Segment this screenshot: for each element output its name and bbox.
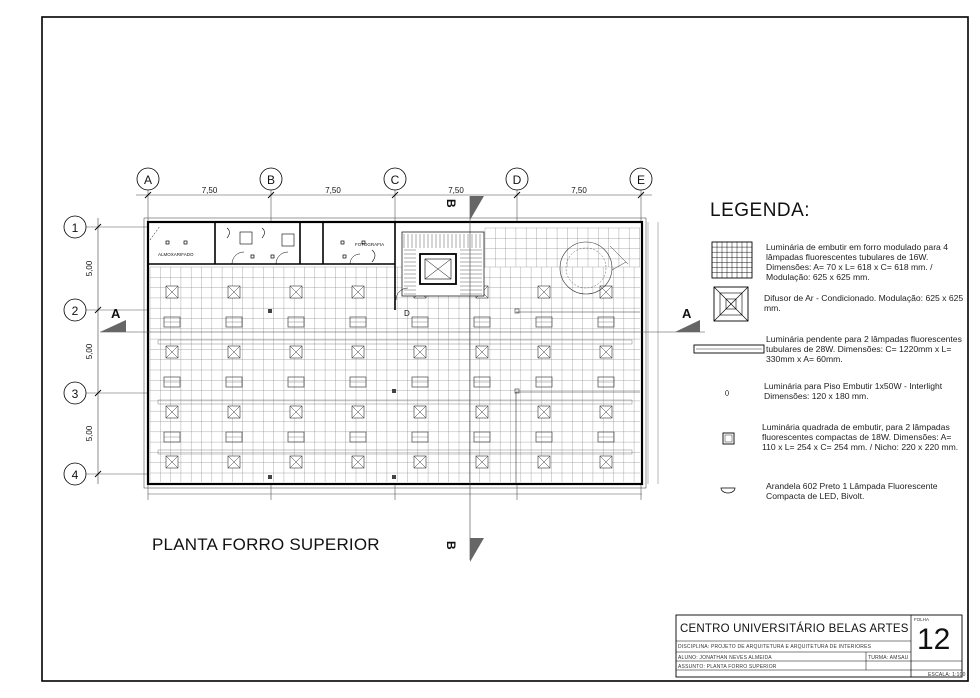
v-dimension: 5,00 xyxy=(85,425,94,441)
grid-bubble-col xyxy=(259,167,283,191)
structural-grid: A B C D E 7,50 7,50 7,50 7,50 1 2 3 4 5,00 5,00 5,00 xyxy=(63,167,653,500)
v-dimension: 5,00 xyxy=(85,343,94,359)
wall-lamp-icon xyxy=(720,487,736,494)
stair-elevator-core xyxy=(395,231,485,301)
section-marker-a-left: A xyxy=(100,306,126,332)
title-block xyxy=(675,614,963,678)
grid-bubble-row xyxy=(63,381,87,405)
h-dimension: 7,50 xyxy=(571,186,587,195)
student-text: ALUNO: JONATHAN NEVES ALMEIDA xyxy=(678,655,772,661)
room-label-photography: FOTOGRAFIA xyxy=(355,242,384,247)
sheet-label: FOLHA xyxy=(914,617,930,622)
floor-luminaire-icon xyxy=(725,390,729,396)
svg-text:A: A xyxy=(682,306,692,321)
legend-title: LEGENDA: xyxy=(710,200,811,221)
square-luminaire-icon xyxy=(722,432,735,445)
door-tag: D xyxy=(404,309,410,318)
section-marker-b-bottom: B xyxy=(444,538,484,562)
grid-bubble-row xyxy=(63,462,87,486)
class-text: TURMA: AMSAU xyxy=(868,655,909,661)
legend-text-wall-lamp: Arandela 602 Preto 1 Lâmpada Fluorescent… xyxy=(766,481,938,501)
grid-bubble-col xyxy=(629,167,653,191)
grid-label-col: A xyxy=(144,173,152,187)
room-label-storage: ALMOXARIFADO xyxy=(158,252,194,257)
service-rooms xyxy=(148,222,396,310)
section-cuts xyxy=(100,196,705,560)
grid-label-row: 1 xyxy=(72,221,79,235)
grid-label-row: 4 xyxy=(72,468,79,482)
plan-title: PLANTA FORRO SUPERIOR xyxy=(152,535,380,554)
grid-bubble-col xyxy=(136,167,160,191)
pendant-luminaire-icon xyxy=(693,344,765,354)
institution-name: CENTRO UNIVERSITÁRIO BELAS ARTES xyxy=(680,623,909,635)
section-marker-b-top: B xyxy=(444,196,484,220)
h-dimension: 7,50 xyxy=(325,186,341,195)
svg-text:B: B xyxy=(444,541,458,550)
legend-text-grid-luminaire: Luminária de embutir em forro modulado p… xyxy=(766,242,948,282)
grid-label-col: B xyxy=(267,173,275,187)
grid-label-row: 2 xyxy=(72,304,79,318)
grid-label-col: C xyxy=(391,173,400,187)
legend-text-air-diffuser: Difusor de Ar - Condicionado. Modulação:… xyxy=(764,293,964,313)
sheet-border xyxy=(41,16,969,682)
subject-text: ASSUNTO: PLANTA FORRO SUPERIOR xyxy=(678,664,777,670)
grid-label-row: 3 xyxy=(72,387,79,401)
v-dimension: 5,00 xyxy=(85,260,94,276)
scale-text: ESCALA: 1:100 xyxy=(928,672,966,678)
grid-bubble-col xyxy=(383,167,407,191)
reception-zone xyxy=(268,241,640,484)
svg-text:B: B xyxy=(444,199,458,208)
grid-luminaire-icon xyxy=(711,241,753,279)
h-dimension: 7,50 xyxy=(202,186,218,195)
grid-bubble-row xyxy=(63,298,87,322)
discipline-text: DISCIPLINA: PROJETO DE ARQUITETURA E ARQ… xyxy=(678,644,872,650)
h-dimension: 7,50 xyxy=(448,186,464,195)
grid-bubble-row xyxy=(63,215,87,239)
legend-text-pendant-luminaire: Luminária pendente para 2 lâmpadas fluor… xyxy=(766,334,962,364)
svg-text:A: A xyxy=(111,306,121,321)
grid-label-col: E xyxy=(637,173,645,187)
legend-text-floor-luminaire: Luminária para Piso Embutir 1x50W - Inte… xyxy=(764,381,943,401)
legend-text-square-luminaire: Luminária quadrada de embutir, para 2 lâ… xyxy=(762,422,959,452)
grid-bubble-col xyxy=(505,167,529,191)
section-marker-a-right: A xyxy=(675,306,700,332)
air-diffuser-icon xyxy=(713,286,749,322)
sheet-number: 12 xyxy=(917,623,951,656)
grid-label-col: D xyxy=(513,173,522,187)
